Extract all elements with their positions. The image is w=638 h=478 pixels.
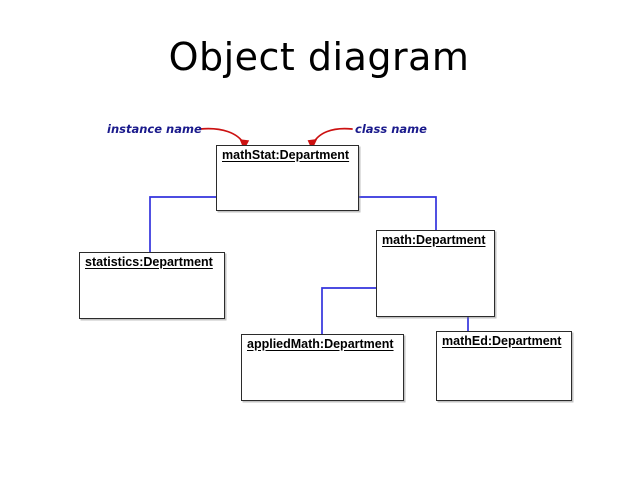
- class-name-arrow: [312, 127, 353, 145]
- object-box-statistics[interactable]: statistics:Department: [79, 252, 225, 319]
- link-mathstat-math: [359, 196, 437, 230]
- page-title: Object diagram: [168, 35, 470, 79]
- annotation-instance-name: instance name: [107, 122, 202, 136]
- object-box-mathed[interactable]: mathEd:Department: [436, 331, 572, 401]
- object-label-math: math:Department: [382, 233, 486, 247]
- annotation-class-name: class name: [355, 122, 427, 136]
- object-label-appliedmath: appliedMath:Department: [247, 337, 394, 351]
- object-label-mathstat: mathStat:Department: [222, 148, 350, 162]
- link-mathstat-statistics: [149, 196, 216, 252]
- link-math-appliedmath: [321, 287, 376, 334]
- object-box-appliedmath[interactable]: appliedMath:Department: [241, 334, 404, 401]
- object-label-mathed: mathEd:Department: [442, 334, 562, 348]
- object-box-mathstat[interactable]: mathStat:Department: [216, 145, 359, 211]
- instance-name-arrow: [199, 127, 245, 145]
- object-label-statistics: statistics:Department: [85, 255, 213, 269]
- object-box-math[interactable]: math:Department: [376, 230, 495, 317]
